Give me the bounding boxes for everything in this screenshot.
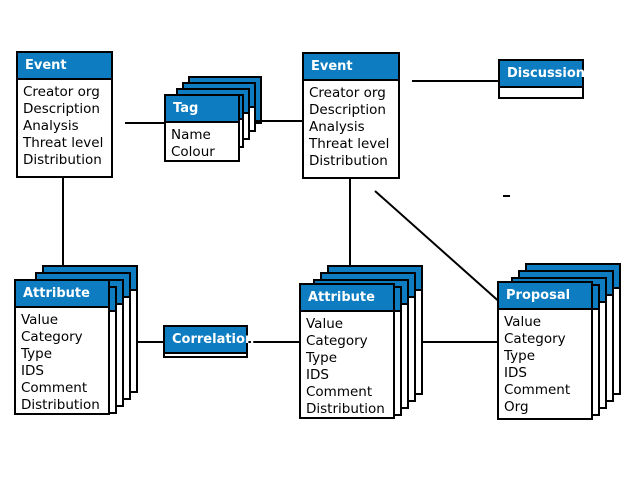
field: Colour: [171, 144, 215, 160]
node-tag-title: Tag: [166, 96, 238, 123]
field: Description: [23, 101, 100, 117]
field: Description: [309, 102, 386, 118]
field: Value: [306, 316, 344, 332]
field: Distribution: [23, 152, 102, 168]
node-attribute-left[interactable]: Attribute Value Category Type IDS Commen…: [14, 279, 110, 415]
edge-correlation-to-attribute-mid: [247, 341, 299, 343]
node-proposal-title: Proposal: [499, 283, 591, 310]
node-proposal[interactable]: Proposal Value Category Type IDS Comment…: [497, 281, 593, 420]
node-discussion-title: Discussion: [500, 61, 585, 88]
field: Type: [21, 346, 53, 362]
node-proposal-fields: Value Category Type IDS Comment Org: [499, 310, 591, 421]
field: Analysis: [309, 119, 365, 135]
node-event-right-title: Event: [304, 54, 398, 81]
field: Org: [504, 399, 529, 415]
field: Comment: [21, 380, 88, 396]
edge-tag-to-event-right: [262, 120, 302, 122]
node-event-left[interactable]: Event Creator org Description Analysis T…: [16, 51, 113, 178]
field: Creator org: [23, 84, 100, 100]
field: Creator org: [309, 85, 386, 101]
field: Analysis: [23, 118, 79, 134]
node-correlation-title: Correlation: [165, 327, 254, 354]
field: Distribution: [21, 397, 100, 413]
edge-attribute-mid-to-proposal: [410, 341, 498, 343]
node-event-left-title: Event: [18, 53, 111, 80]
field: Comment: [306, 384, 373, 400]
node-correlation[interactable]: Correlation: [163, 325, 254, 360]
node-attribute-mid[interactable]: Attribute Value Category Type IDS Commen…: [299, 283, 395, 419]
field: Type: [504, 348, 536, 364]
node-discussion[interactable]: Discussion: [498, 59, 585, 101]
node-attribute-mid-fields: Value Category Type IDS Comment Distribu…: [301, 312, 393, 423]
field: Value: [504, 314, 542, 330]
node-event-right[interactable]: Event Creator org Description Analysis T…: [302, 52, 400, 179]
node-attribute-left-fields: Value Category Type IDS Comment Distribu…: [16, 308, 108, 419]
field: Category: [306, 333, 368, 349]
edge-event-right-to-attribute-mid: [349, 178, 351, 282]
field: Threat level: [23, 135, 104, 151]
stray-dash-mark: [503, 195, 510, 197]
field: Distribution: [306, 401, 385, 417]
field: Threat level: [309, 136, 390, 152]
node-tag[interactable]: Tag Name Colour: [164, 94, 240, 162]
node-attribute-left-title: Attribute: [16, 281, 108, 308]
edge-attribute-left-to-correlation: [122, 341, 164, 343]
field: Category: [21, 329, 83, 345]
field: Comment: [504, 382, 571, 398]
node-correlation-fields: [165, 354, 246, 360]
edge-event-left-to-attribute-left: [62, 178, 64, 274]
field: IDS: [504, 365, 527, 381]
field: Type: [306, 350, 338, 366]
node-discussion-fields: [500, 88, 582, 101]
field: Distribution: [309, 153, 388, 169]
field: Value: [21, 312, 59, 328]
node-attribute-mid-title: Attribute: [301, 285, 393, 312]
edge-event-left-to-tag: [125, 122, 165, 124]
field: Name: [171, 127, 211, 143]
node-tag-fields: Name Colour: [166, 123, 238, 166]
node-event-right-fields: Creator org Description Analysis Threat …: [304, 81, 398, 175]
edge-event-right-to-discussion: [412, 80, 498, 82]
field: Category: [504, 331, 566, 347]
field: IDS: [21, 363, 44, 379]
field: IDS: [306, 367, 329, 383]
node-event-left-fields: Creator org Description Analysis Threat …: [18, 80, 111, 174]
